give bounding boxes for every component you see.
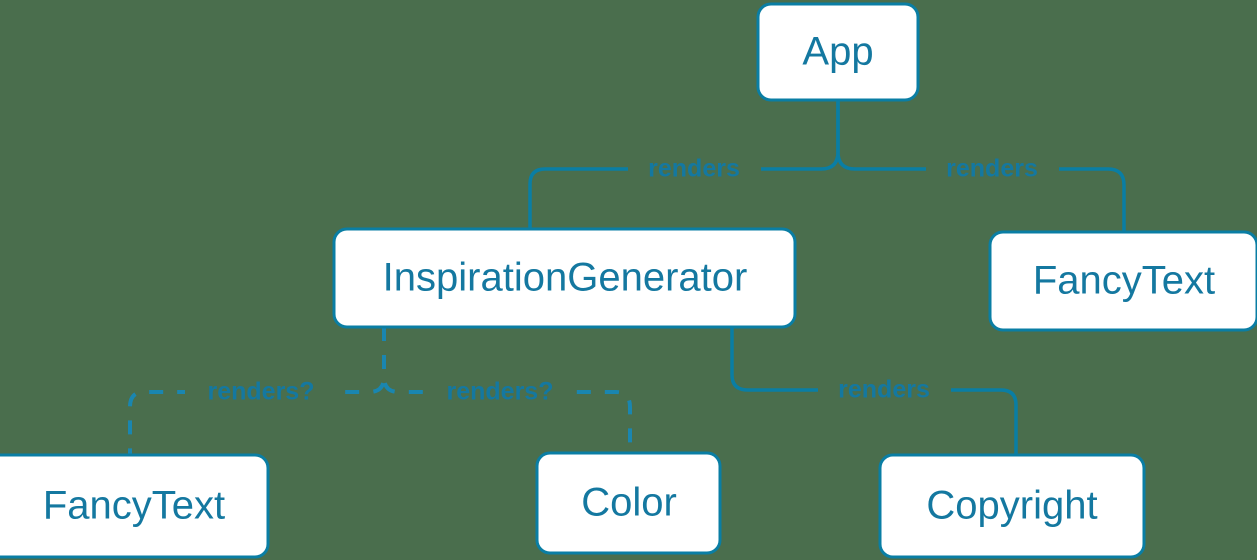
edge-label-app-to-fancytext: renders — [926, 152, 1059, 186]
node-fancytext-right[interactable]: FancyText — [988, 230, 1257, 332]
edge-label-inspiration-generator-to-color: renders? — [424, 375, 576, 409]
node-fancytext-bottom-label: FancyText — [43, 484, 225, 528]
node-fancytext-right-label: FancyText — [1033, 259, 1215, 303]
label-backdrop — [926, 152, 1059, 186]
label-backdrop — [628, 152, 761, 186]
node-color-box[interactable] — [535, 451, 722, 555]
node-inspiration-generator-box[interactable] — [332, 227, 797, 329]
node-app-label: App — [802, 30, 873, 74]
node-inspiration-generator-label: InspirationGenerator — [383, 256, 748, 300]
node-inspiration-generator[interactable]: InspirationGenerator — [332, 227, 797, 329]
edge-label-text: renders? — [208, 378, 315, 406]
node-fancytext-bottom[interactable]: FancyText — [0, 453, 270, 559]
edge-label-text: renders — [838, 376, 930, 404]
edge-label-inspiration-generator-to-fancytext: renders? — [185, 375, 337, 409]
edge-inspiration-generator-to-fancytext-bottom — [128, 327, 386, 455]
label-backdrop — [185, 375, 337, 409]
edge-inspiration-generator-to-color — [382, 327, 632, 453]
node-color[interactable]: Color — [535, 451, 722, 555]
node-copyright[interactable]: Copyright — [878, 453, 1146, 559]
node-copyright-label: Copyright — [926, 484, 1097, 528]
node-fancytext-bottom-box[interactable] — [0, 453, 270, 559]
label-backdrop — [424, 375, 576, 409]
node-fancytext-right-box[interactable] — [988, 230, 1257, 332]
edge-label-text: renders — [946, 155, 1038, 183]
node-app[interactable]: App — [756, 2, 920, 102]
edge-path-ig-color-dashed — [382, 327, 632, 453]
edge-label-inspiration-generator-to-copyright: renders — [818, 373, 951, 407]
edge-label-app-to-inspiration-generator: renders — [628, 152, 761, 186]
node-app-box[interactable] — [756, 2, 920, 102]
node-copyright-box[interactable] — [878, 453, 1146, 559]
node-color-label: Color — [581, 481, 677, 525]
edge-label-text: renders? — [447, 378, 554, 406]
edge-path-ig-fancytext-dashed — [128, 327, 386, 455]
label-backdrop — [818, 373, 951, 407]
edge-label-text: renders — [648, 155, 740, 183]
